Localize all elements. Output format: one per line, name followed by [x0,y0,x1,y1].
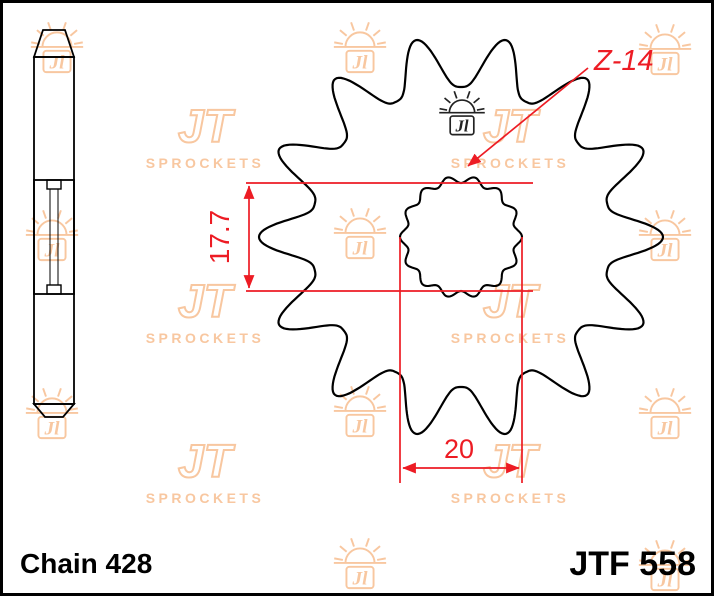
spline-notch-top [46,179,62,190]
jt-sprockets-logo [144,435,266,507]
jt-sprockets-logo [449,100,571,172]
sun-logo-icon [637,209,693,263]
bore-width-value: 20 [444,434,474,464]
chain-size-label: Chain 428 [20,548,152,579]
jt-sprockets-logo [144,275,266,347]
sun-logo-icon [332,537,388,591]
part-number-label: JTF 558 [569,545,696,583]
jt-sprockets-logo [449,275,571,347]
sun-logo-icon [332,207,388,261]
bore-height-value: 17.7 [204,210,235,265]
shaft-bore-window [33,179,75,295]
tooth-count-value: Z-14 [593,45,654,77]
jt-sprockets-logo [144,100,266,172]
sun-logo-dark-icon [438,90,486,137]
sun-logo-icon [332,21,388,75]
shaft-side-view [32,29,76,418]
sprocket-front-view [257,38,665,436]
spline-notch-bottom [46,284,62,295]
sun-logo-icon [332,385,388,439]
gear-outline [257,38,665,436]
dimension-layer: 17.7 20 Z-14 [204,45,654,483]
leader-line-tooth-count [467,67,589,167]
sun-logo-icon [637,387,693,441]
shaft-body [33,56,75,405]
watermark-layer [24,21,693,593]
shaft-bottom-tip [32,403,76,418]
